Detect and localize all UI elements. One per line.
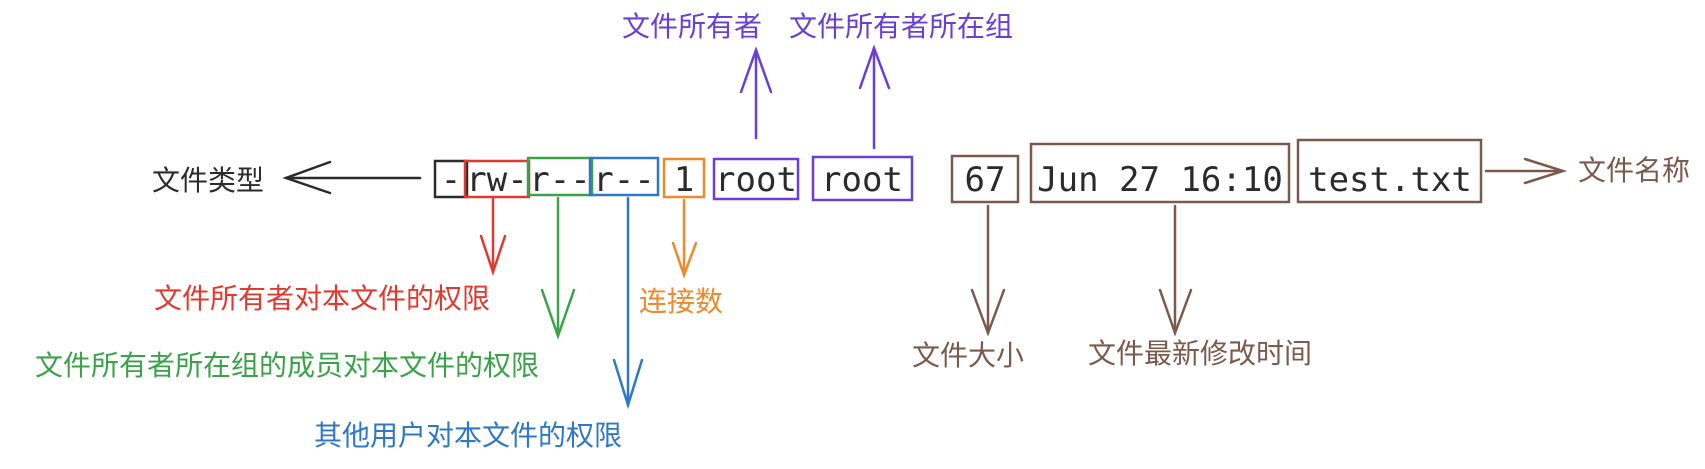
label-owner-perm: 文件所有者对本文件的权限 — [154, 282, 490, 315]
other-perm-arrow — [612, 196, 644, 410]
owner-arrow — [739, 46, 773, 140]
type-box — [433, 159, 469, 199]
type-text: - — [441, 160, 461, 200]
name-arrow — [1484, 157, 1568, 185]
label-size: 文件大小 — [912, 339, 1024, 372]
name-box — [1296, 138, 1483, 204]
mtime-box — [1029, 142, 1291, 204]
owner-text: root — [715, 160, 797, 200]
group-text: root — [821, 160, 903, 200]
group-box — [811, 155, 914, 202]
name-text: test.txt — [1308, 160, 1472, 200]
other-perm-text: r-- — [593, 160, 654, 200]
other-perm-box — [588, 156, 660, 197]
label-group: 文件所有者所在组 — [789, 10, 1013, 43]
label-group-perm: 文件所有者所在组的成员对本文件的权限 — [35, 349, 539, 382]
group-perm-arrow — [540, 196, 576, 340]
mtime-text: Jun 27 16:10 — [1037, 160, 1283, 200]
mtime-arrow — [1158, 204, 1193, 337]
file-type-arrow — [282, 160, 422, 195]
links-arrow — [671, 198, 698, 279]
label-owner: 文件所有者 — [622, 10, 762, 43]
label-file-type: 文件类型 — [152, 164, 264, 197]
group-perm-text: r-- — [529, 160, 590, 200]
size-text: 67 — [965, 160, 1006, 200]
owner-perm-arrow — [479, 196, 507, 276]
links-box — [662, 157, 706, 199]
label-other-perm: 其他用户对本文件的权限 — [314, 419, 622, 452]
label-links: 连接数 — [639, 285, 723, 318]
label-name: 文件名称 — [1578, 154, 1690, 187]
owner-box — [712, 157, 800, 201]
label-mtime: 文件最新修改时间 — [1088, 337, 1312, 370]
size-arrow — [970, 204, 1006, 337]
group-arrow — [858, 44, 891, 150]
group-perm-box — [526, 156, 594, 197]
links-text: 1 — [674, 160, 694, 200]
owner-perm-text: rw- — [466, 160, 527, 200]
size-box — [950, 154, 1020, 204]
